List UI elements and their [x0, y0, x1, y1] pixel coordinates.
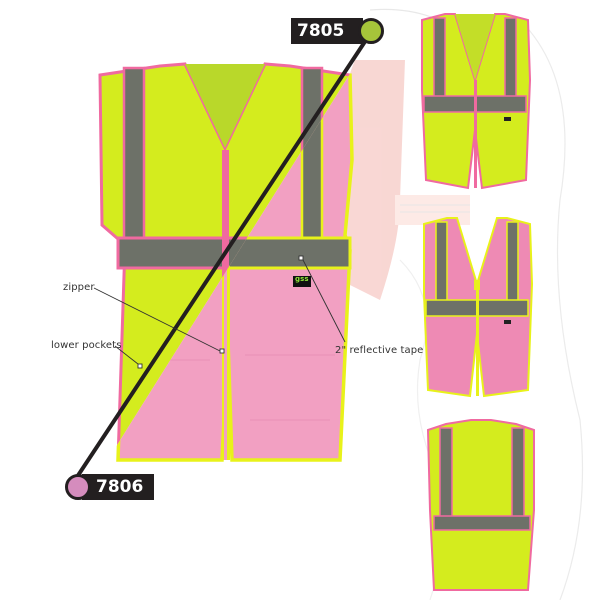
color-swatch-lime-icon [358, 18, 384, 44]
thumb-back-view [426, 419, 535, 591]
callout-zipper: zipper [63, 282, 95, 293]
callout-lower-pockets: lower pockets [51, 340, 122, 351]
divider-line [73, 38, 368, 482]
gss-logo-text: gss [295, 275, 309, 283]
model-badge-7806: 7806 [82, 474, 154, 500]
thumb-7805-front [421, 13, 532, 190]
thumb-7806-front [423, 217, 534, 398]
callout-reflective-tape: 2" reflective tape [335, 345, 424, 356]
model-number-7805: 7805 [297, 21, 345, 41]
color-swatch-pink-icon [65, 474, 91, 500]
callout-lines [93, 255, 346, 369]
model-badge-7805: 7805 [291, 18, 363, 44]
model-number-7806: 7806 [96, 477, 144, 497]
gss-logo [293, 276, 311, 287]
